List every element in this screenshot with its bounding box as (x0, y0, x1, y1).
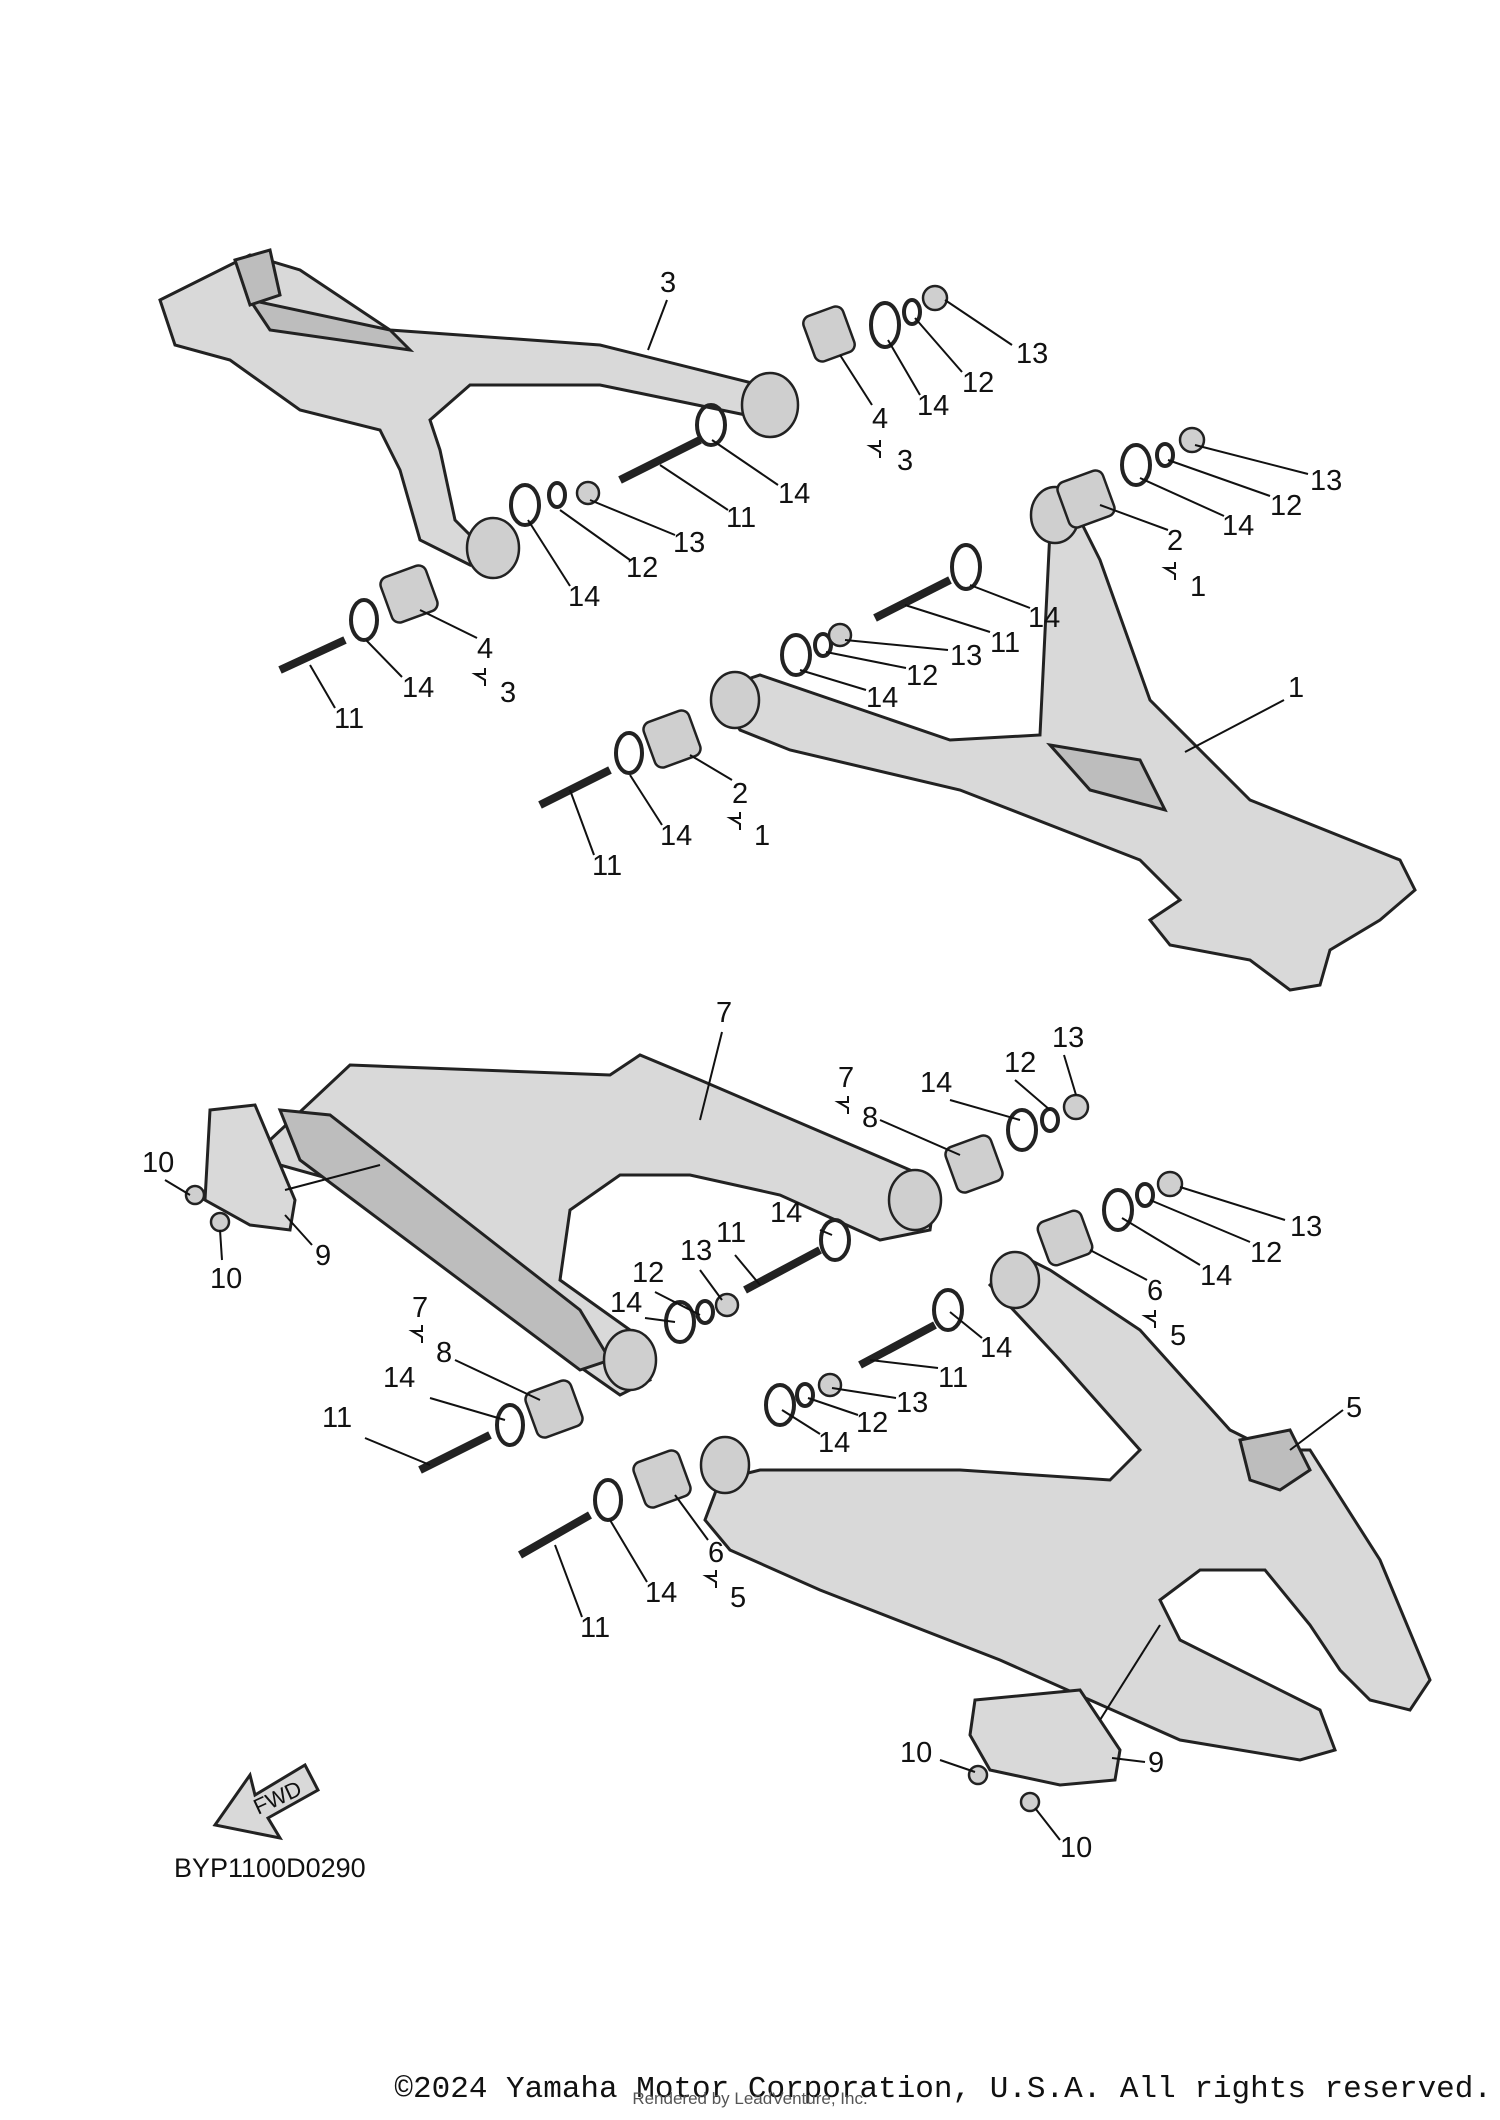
callout-13: 13 (680, 1235, 712, 1267)
callout-1: 1 (754, 820, 770, 852)
callout-14: 14 (610, 1287, 642, 1319)
callout-14: 14 (866, 682, 898, 714)
callout-12: 12 (632, 1257, 664, 1289)
callout-labels: 3 13 12 14 4 3 14 11 13 12 14 4 3 14 11 … (142, 267, 1362, 1864)
callout-12: 12 (962, 367, 994, 399)
callout-11: 11 (322, 1402, 352, 1434)
callout-12: 12 (1004, 1047, 1036, 1079)
callout-10: 10 (1060, 1832, 1092, 1864)
callout-11: 11 (938, 1362, 968, 1394)
callout-3: 3 (660, 267, 676, 299)
guard-plate-9-upper (203, 1103, 381, 1232)
upper-arm-3 (158, 248, 800, 580)
callout-11: 11 (334, 703, 364, 735)
callout-13: 13 (1016, 338, 1048, 370)
callout-6: 6 (1147, 1275, 1163, 1307)
callout-8: 8 (436, 1337, 452, 1369)
callout-12: 12 (906, 660, 938, 692)
callout-13: 13 (1052, 1022, 1084, 1054)
hardware-part-3 (278, 284, 949, 674)
callout-10: 10 (142, 1147, 174, 1179)
callout-13: 13 (673, 527, 705, 559)
callout-1: 1 (1190, 571, 1206, 603)
callout-7: 7 (716, 997, 732, 1029)
callout-10: 10 (210, 1263, 242, 1295)
callout-4: 4 (872, 403, 888, 435)
callout-11: 11 (990, 627, 1020, 659)
hardware-part-1 (538, 426, 1206, 809)
callout-14: 14 (660, 820, 692, 852)
callout-1: 1 (1288, 672, 1304, 704)
callout-2: 2 (732, 778, 748, 810)
callout-12: 12 (1250, 1237, 1282, 1269)
callout-14: 14 (1222, 510, 1254, 542)
callout-14: 14 (770, 1197, 802, 1229)
callout-9: 9 (1148, 1747, 1164, 1779)
callout-11: 11 (580, 1612, 610, 1644)
callout-3: 3 (897, 445, 913, 477)
callout-8: 8 (862, 1102, 878, 1134)
callout-9: 9 (315, 1240, 331, 1272)
callout-14: 14 (920, 1067, 952, 1099)
callout-13: 13 (1310, 465, 1342, 497)
guard-plate-9-lower (968, 1624, 1161, 1787)
callout-14: 14 (778, 478, 810, 510)
copyright-notice: ©2024 Yamaha Motor Corporation, U.S.A. A… (0, 2072, 1500, 2107)
callout-7: 7 (412, 1292, 428, 1324)
callout-13: 13 (896, 1387, 928, 1419)
fwd-arrow-icon: FWD (212, 1762, 321, 1841)
callout-6: 6 (708, 1537, 724, 1569)
callout-3: 3 (500, 677, 516, 709)
callout-12: 12 (1270, 490, 1302, 522)
hardware-part-5 (518, 1170, 1184, 1813)
callout-11: 11 (716, 1217, 746, 1249)
callout-14: 14 (917, 390, 949, 422)
copyright-text: ©2024 Yamaha Motor Corporation, U.S.A. A… (394, 2072, 1492, 2107)
callout-4: 4 (477, 633, 493, 665)
swing-arm-5 (699, 1250, 1432, 1762)
lower-arm-1 (709, 485, 1417, 992)
callout-11: 11 (726, 502, 756, 534)
callout-14: 14 (402, 672, 434, 704)
callout-14: 14 (383, 1362, 415, 1394)
callout-7: 7 (838, 1062, 854, 1094)
callout-14: 14 (1028, 602, 1060, 634)
callout-12: 12 (626, 552, 658, 584)
callout-5: 5 (1346, 1392, 1362, 1424)
callout-14: 14 (980, 1332, 1012, 1364)
callout-12: 12 (856, 1407, 888, 1439)
callout-14: 14 (568, 581, 600, 613)
rendered-by-credit: Rendered by LeadVenture, Inc. (632, 2089, 868, 2108)
callout-14: 14 (645, 1577, 677, 1609)
callout-14: 14 (818, 1427, 850, 1459)
callout-5: 5 (1170, 1320, 1186, 1352)
callout-10: 10 (900, 1737, 932, 1769)
diagram-code: BYP1100D0290 (174, 1853, 366, 1883)
callout-11: 11 (592, 850, 622, 882)
callout-2: 2 (1167, 525, 1183, 557)
callout-14: 14 (1200, 1260, 1232, 1292)
swing-arm-7 (268, 1053, 943, 1397)
callout-13: 13 (1290, 1211, 1322, 1243)
callout-5: 5 (730, 1582, 746, 1614)
callout-13: 13 (950, 640, 982, 672)
